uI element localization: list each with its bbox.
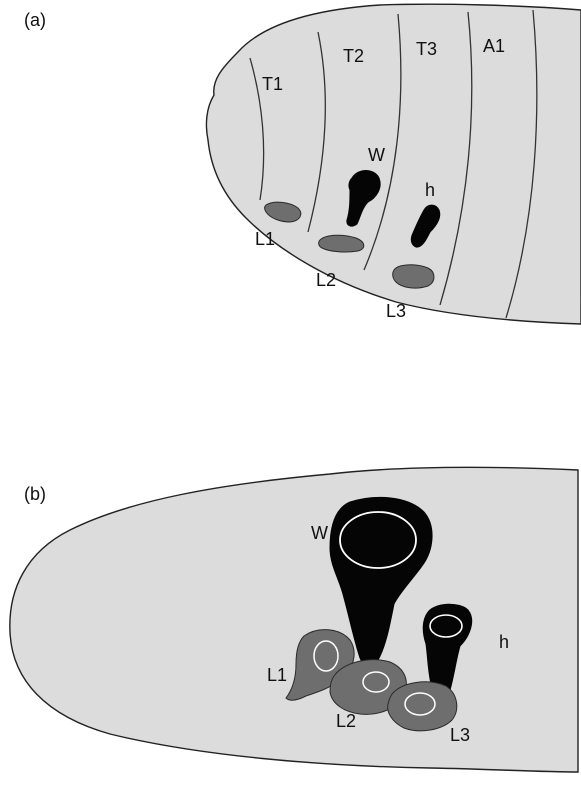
panel-b: (b) W h L1 L2 L3 xyxy=(10,467,578,772)
panel-a-haltere-label: h xyxy=(425,180,435,200)
panel-b-leg2-label: L2 xyxy=(336,711,356,731)
segment-label-a1: A1 xyxy=(483,36,505,56)
panel-b-wing-label: W xyxy=(311,523,328,543)
panel-b-haltere-label: h xyxy=(499,632,509,652)
panel-a-wing-label: W xyxy=(368,145,385,165)
panel-b-label: (b) xyxy=(24,484,46,504)
panel-a: (a) T1 T2 T3 A1 W h L1 L2 L3 xyxy=(24,4,581,324)
panel-a-leg1-label: L1 xyxy=(255,229,275,249)
panel-b-leg3-label: L3 xyxy=(450,725,470,745)
panel-b-leg1-label: L1 xyxy=(267,665,287,685)
panel-a-leg3-label: L3 xyxy=(386,301,406,321)
segment-label-t1: T1 xyxy=(262,74,283,94)
panel-b-larva-body xyxy=(10,467,578,772)
panel-a-leg3-disc xyxy=(393,265,434,288)
segment-label-t2: T2 xyxy=(343,46,364,66)
panel-b-leg3-disc xyxy=(388,682,457,731)
segment-label-t3: T3 xyxy=(416,39,437,59)
panel-a-label: (a) xyxy=(24,10,46,30)
panel-a-leg2-label: L2 xyxy=(316,270,336,290)
